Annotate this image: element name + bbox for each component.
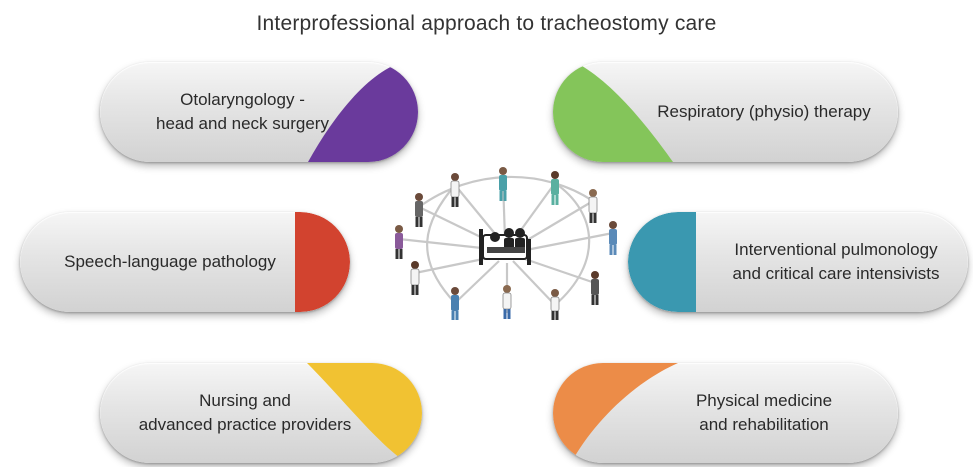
care-team-network-icon — [395, 167, 617, 320]
color-cap-respiratory — [553, 62, 673, 162]
team-member-figures — [395, 167, 617, 320]
color-cap-speech — [295, 212, 350, 312]
color-cap-physical — [553, 363, 678, 463]
diagram-title: Interprofessional approach to tracheosto… — [256, 12, 717, 35]
label-physical: Physical medicine and rehabilitation — [695, 391, 833, 434]
patient-bed-icon — [479, 228, 531, 265]
label-otolaryngology: Otolaryngology - head and neck surgery — [156, 90, 329, 133]
label-speech: Speech-language pathology — [64, 252, 276, 271]
specialty-pill-respiratory: Respiratory (physio) therapy — [553, 62, 898, 162]
specialty-pill-pulmonology: Interventional pulmonology and critical … — [628, 212, 968, 312]
specialty-pill-speech: Speech-language pathology — [20, 212, 350, 312]
color-cap-otolaryngology — [308, 62, 418, 162]
label-nursing: Nursing and advanced practice providers — [138, 391, 352, 434]
label-respiratory: Respiratory (physio) therapy — [657, 102, 871, 121]
specialty-pill-physical: Physical medicine and rehabilitation — [553, 363, 898, 463]
color-cap-nursing — [307, 363, 422, 463]
color-cap-pulmonology — [628, 212, 696, 312]
specialty-pill-nursing: Nursing and advanced practice providers — [100, 363, 422, 463]
label-pulmonology: Interventional pulmonology and critical … — [732, 240, 940, 283]
specialty-pill-otolaryngology: Otolaryngology - head and neck surgery — [100, 62, 418, 162]
